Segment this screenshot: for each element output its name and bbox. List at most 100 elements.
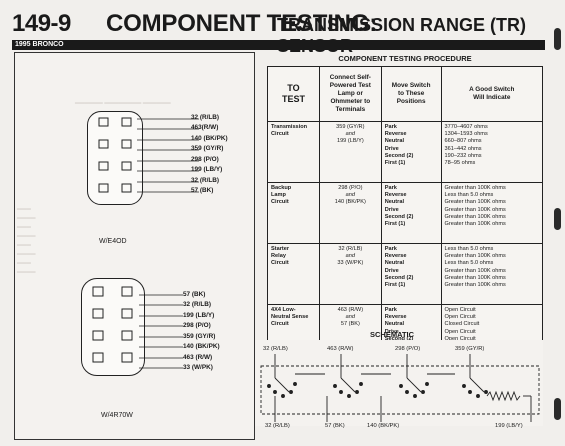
pin-label: 298 (P/O) <box>191 156 219 163</box>
position-text: First (1) <box>384 221 406 228</box>
result-text: Open Circuit <box>444 335 476 342</box>
result-text: Less than 5.0 ohms <box>444 246 494 252</box>
position-text: Second (2) <box>384 213 414 220</box>
position-text: Park <box>384 307 397 313</box>
position-text: First (1) <box>384 160 406 167</box>
connector-e4od-body <box>87 111 143 205</box>
result-text: Open Circuit <box>444 328 476 335</box>
result-text: Open Circuit <box>444 314 476 321</box>
connector-4r70w-body <box>81 278 145 376</box>
result-text: 361–442 ohms <box>444 145 482 152</box>
terminal-text: 199 (LB/Y) <box>336 138 364 145</box>
schematic-top-label: 32 (R/LB) <box>263 346 288 352</box>
header-indicate: A Good Switch Will Indicate <box>440 66 544 122</box>
header-move: Move Switch to These Positions <box>380 66 442 122</box>
page-subtitle: TRANSMISSION RANGE (TR) SENSOR <box>277 15 526 56</box>
position-text: Neutral <box>384 138 405 145</box>
bleed-through-text: ▁▁▁▁▁▁ ▁▁▁▁▁▁▁▁ ▁▁▁▁▁▁ <box>75 98 171 104</box>
connector-4r70w-leaders <box>139 294 183 369</box>
pin-label: 140 (BK/PK) <box>191 135 228 142</box>
schematic-diagram <box>260 354 540 422</box>
schematic-top-label: 298 (P/O) <box>395 346 421 352</box>
pin-label: 359 (GY/R) <box>183 333 216 340</box>
result-text: Open Circuit <box>444 307 476 313</box>
position-text: Second (2) <box>384 335 414 342</box>
position-text: Neutral <box>384 199 405 206</box>
pin-label: 32 (R/LB) <box>191 114 220 121</box>
position-text: Reverse <box>384 253 407 260</box>
position-text: Drive <box>384 145 399 152</box>
terminal-text: and <box>345 253 355 260</box>
header-connect: Connect Self- Powered Test Lamp or Ohmme… <box>318 66 382 122</box>
pin-label: 463 (R/W) <box>183 354 213 361</box>
terminal-text: 298 (P/O) <box>338 185 363 191</box>
result-text: 190–232 ohms <box>444 152 482 159</box>
pin-label: 199 (LB/Y) <box>183 312 215 319</box>
terminal-text: 32 (R/LB) <box>338 246 363 252</box>
schematic-bottom-label: 140 (BK/PK) <box>367 423 400 429</box>
connector-e4od-label: W/E4OD <box>99 238 127 245</box>
terminal-text: 140 (BK/PK) <box>334 199 366 206</box>
switch-block <box>267 366 297 414</box>
table-header-row: TO TEST Connect Self- Powered Test Lamp … <box>267 66 544 122</box>
pin-label: 140 (BK/PK) <box>183 343 220 350</box>
pin-label: 199 (LB/Y) <box>191 166 223 173</box>
terminal-text: and <box>345 192 355 199</box>
test-name-cell: Transmission Circuit <box>267 121 320 183</box>
schematic-top-label: 463 (R/W) <box>327 346 354 352</box>
result-text: 3770–4607 ohms <box>444 124 488 130</box>
pin-label: 57 (BK) <box>183 291 206 298</box>
result-text: Greater than 100K ohms <box>444 267 506 274</box>
result-text: 1304–1593 ohms <box>444 131 488 138</box>
header-to-test: TO TEST <box>267 66 320 122</box>
result-text: Greater than 100K ohms <box>444 282 506 289</box>
model-label: 1995 BRONCO <box>15 41 64 48</box>
procedure-title: COMPONENT TESTING PROCEDURE <box>338 54 472 63</box>
pin-label: 32 (R/LB) <box>183 301 212 308</box>
pin-label: 57 (BK) <box>191 187 214 194</box>
terminal-text: and <box>345 131 355 138</box>
terminal-text: 463 (R/W) <box>337 307 364 313</box>
result-text: Greater than 100K ohms <box>444 199 506 206</box>
result-text: 78–95 ohms <box>444 160 476 167</box>
schematic-bottom-label: 32 (R/LB) <box>265 423 290 429</box>
pin-label: 32 (R/LB) <box>191 177 220 184</box>
terminal-text: 33 (W/PK) <box>337 260 364 267</box>
result-text: Greater than 100K ohms <box>444 253 506 260</box>
result-text: Less than 5.0 ohms <box>444 260 494 267</box>
section-code: 149-9 <box>12 10 71 37</box>
position-text: Second (2) <box>384 152 414 159</box>
result-text: Closed Circuit <box>444 321 480 328</box>
test-name-cell: Starter Relay Circuit <box>267 243 320 305</box>
position-text: Reverse <box>384 192 407 199</box>
position-text: First (1) <box>384 282 406 289</box>
connector-4r70w-pins <box>92 286 133 363</box>
position-text: Reverse <box>384 131 407 138</box>
position-text: Park <box>384 246 397 252</box>
result-text: Greater than 100K ohms <box>444 185 506 191</box>
position-text: Second (2) <box>384 274 414 281</box>
test-name-cell: Backup Lamp Circuit <box>267 182 320 244</box>
position-text: Drive <box>384 328 399 335</box>
result-text: Greater than 100K ohms <box>444 206 506 213</box>
pin-label: 463(R/W) <box>191 124 219 131</box>
position-text: Reverse <box>384 314 407 321</box>
binder-hole <box>554 398 561 420</box>
page-title: COMPONENT TESTING: <box>106 10 378 37</box>
header-bar: 1995 BRONCO <box>12 40 545 50</box>
binder-hole <box>554 208 561 230</box>
procedure-table: TO TEST Connect Self- Powered Test Lamp … <box>267 66 544 366</box>
result-text: Greater than 100K ohms <box>444 274 506 281</box>
connector-e4od-pins <box>98 117 132 193</box>
page-header: 149-9 COMPONENT TESTING: TRANSMISSION RA… <box>12 6 545 56</box>
terminal-text: 57 (BK) <box>340 321 360 328</box>
schematic-bottom-label: 199 (LB/Y) <box>495 423 523 429</box>
